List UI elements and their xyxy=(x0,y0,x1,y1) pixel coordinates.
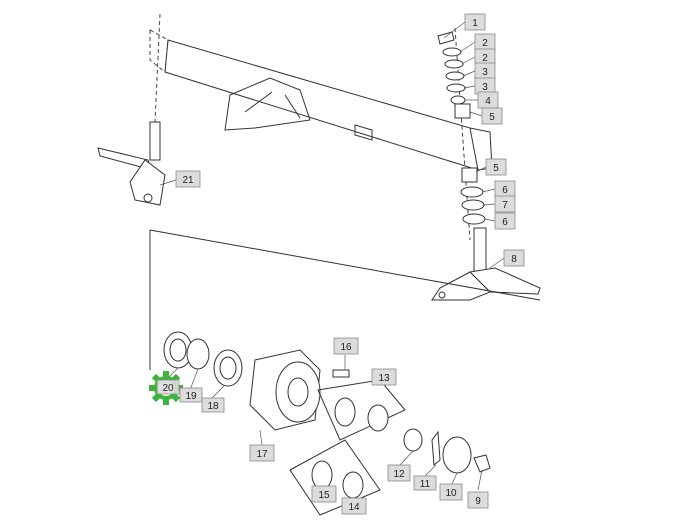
callout-12[interactable]: 12 xyxy=(387,464,411,482)
callout-label: 13 xyxy=(378,373,390,384)
callout-label: 1 xyxy=(472,18,478,29)
callout-label: 20 xyxy=(162,383,174,394)
callout-label: 11 xyxy=(420,479,431,490)
callout-8[interactable]: 8 xyxy=(503,249,525,267)
bearing-box-13 xyxy=(317,379,406,441)
callout-2[interactable]: 2 xyxy=(474,33,496,51)
callout-17[interactable]: 17 xyxy=(249,444,275,462)
callout-21[interactable]: 21 xyxy=(175,170,201,188)
callout-label: 6 xyxy=(502,217,508,228)
callout-20-highlighted[interactable]: 20 xyxy=(149,371,183,405)
callout-label: 9 xyxy=(475,496,481,507)
callout-2[interactable]: 2 xyxy=(474,48,496,66)
callout-label: 8 xyxy=(511,254,517,265)
steering-knuckle-left xyxy=(97,121,166,206)
callout-label: 5 xyxy=(493,163,499,174)
callout-label: 2 xyxy=(482,53,488,64)
wheel-hub-assembly xyxy=(163,331,350,431)
callout-5[interactable]: 5 xyxy=(485,158,507,176)
assembly-frame xyxy=(149,229,541,370)
callout-label: 15 xyxy=(318,490,330,501)
callout-label: 3 xyxy=(482,67,488,78)
callout-18[interactable]: 18 xyxy=(201,397,225,413)
callout-label: 16 xyxy=(340,342,352,353)
axle-beam xyxy=(149,29,493,171)
callout-label: 12 xyxy=(393,469,405,480)
callout-1[interactable]: 1 xyxy=(464,13,486,31)
callout-6[interactable]: 6 xyxy=(494,180,516,198)
callout-label: 3 xyxy=(482,82,488,93)
callout-11[interactable]: 11 xyxy=(413,475,437,491)
callout-14[interactable]: 14 xyxy=(341,497,367,515)
callout-4[interactable]: 4 xyxy=(477,91,499,109)
callout-7[interactable]: 7 xyxy=(494,195,516,213)
bearing-box-14-15 xyxy=(289,439,381,516)
callout-13[interactable]: 13 xyxy=(371,368,397,386)
callout-15[interactable]: 15 xyxy=(311,485,337,503)
callout-label: 14 xyxy=(348,502,360,513)
callout-5[interactable]: 5 xyxy=(481,107,503,125)
callout-16[interactable]: 16 xyxy=(333,337,359,355)
callout-label: 6 xyxy=(502,185,508,196)
leader-lines xyxy=(159,21,505,491)
callout-19[interactable]: 19 xyxy=(179,387,203,403)
small-parts xyxy=(403,428,491,474)
callout-10[interactable]: 10 xyxy=(439,483,463,501)
callout-label: 7 xyxy=(502,200,508,211)
callout-label: 19 xyxy=(185,391,197,402)
callout-3[interactable]: 3 xyxy=(474,62,496,80)
callout-label: 18 xyxy=(207,401,219,412)
callout-label: 5 xyxy=(489,112,495,123)
callout-3[interactable]: 3 xyxy=(474,77,496,95)
callout-6[interactable]: 6 xyxy=(494,212,516,230)
callout-label: 17 xyxy=(256,449,268,460)
callout-9[interactable]: 9 xyxy=(467,491,489,509)
callout-label: 4 xyxy=(485,96,491,107)
kingpin-stack-right xyxy=(437,27,486,241)
callout-label: 10 xyxy=(445,488,457,499)
callout-label: 21 xyxy=(182,175,194,186)
callout-label: 2 xyxy=(482,38,488,49)
